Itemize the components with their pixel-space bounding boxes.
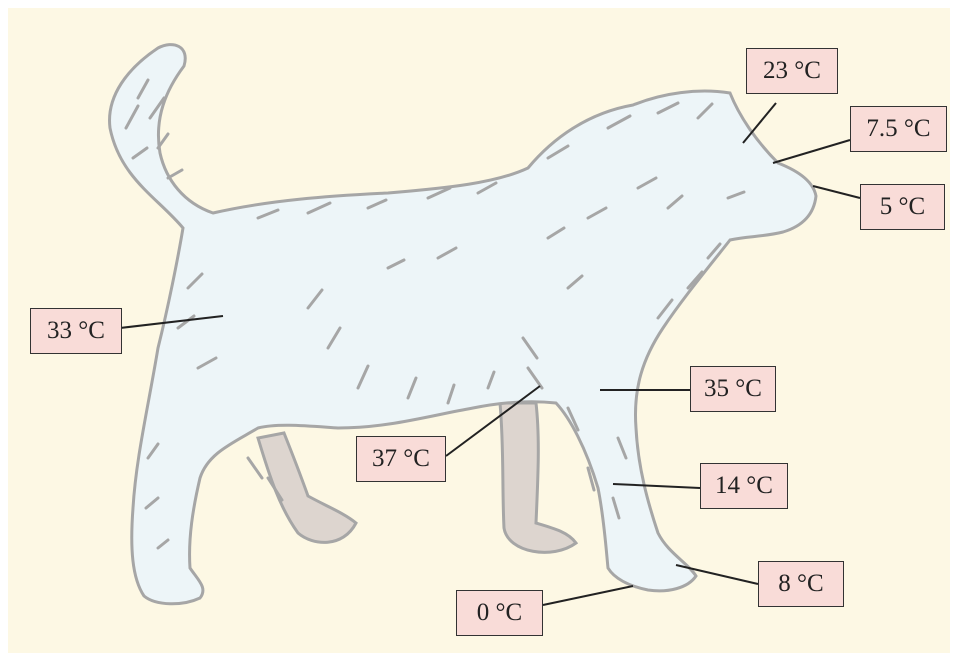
label-nose-bridge-temp: 7.5 °C bbox=[850, 106, 947, 152]
leader-nose-tip bbox=[813, 186, 860, 198]
label-nose-tip-temp: 5 °C bbox=[860, 184, 945, 230]
leader-nose-bridge bbox=[773, 140, 850, 163]
label-chest-temp: 35 °C bbox=[690, 366, 776, 412]
label-ankle-temp: 8 °C bbox=[758, 561, 844, 607]
far-front-leg bbox=[500, 403, 576, 552]
label-torso-core-temp: 37 °C bbox=[356, 436, 446, 482]
label-paw-sole-temp: 0 °C bbox=[456, 590, 543, 636]
label-ear-temp: 23 °C bbox=[746, 48, 838, 94]
leader-ear bbox=[743, 103, 776, 143]
dog-illustration bbox=[8, 8, 950, 653]
diagram-frame: 23 °C 7.5 °C 5 °C 33 °C 35 °C 37 °C 14 °… bbox=[8, 8, 950, 653]
label-flank-temp: 33 °C bbox=[30, 308, 122, 354]
label-lower-leg-temp: 14 °C bbox=[700, 463, 788, 509]
dog-body bbox=[110, 45, 816, 604]
leader-paw-sole bbox=[543, 586, 633, 605]
